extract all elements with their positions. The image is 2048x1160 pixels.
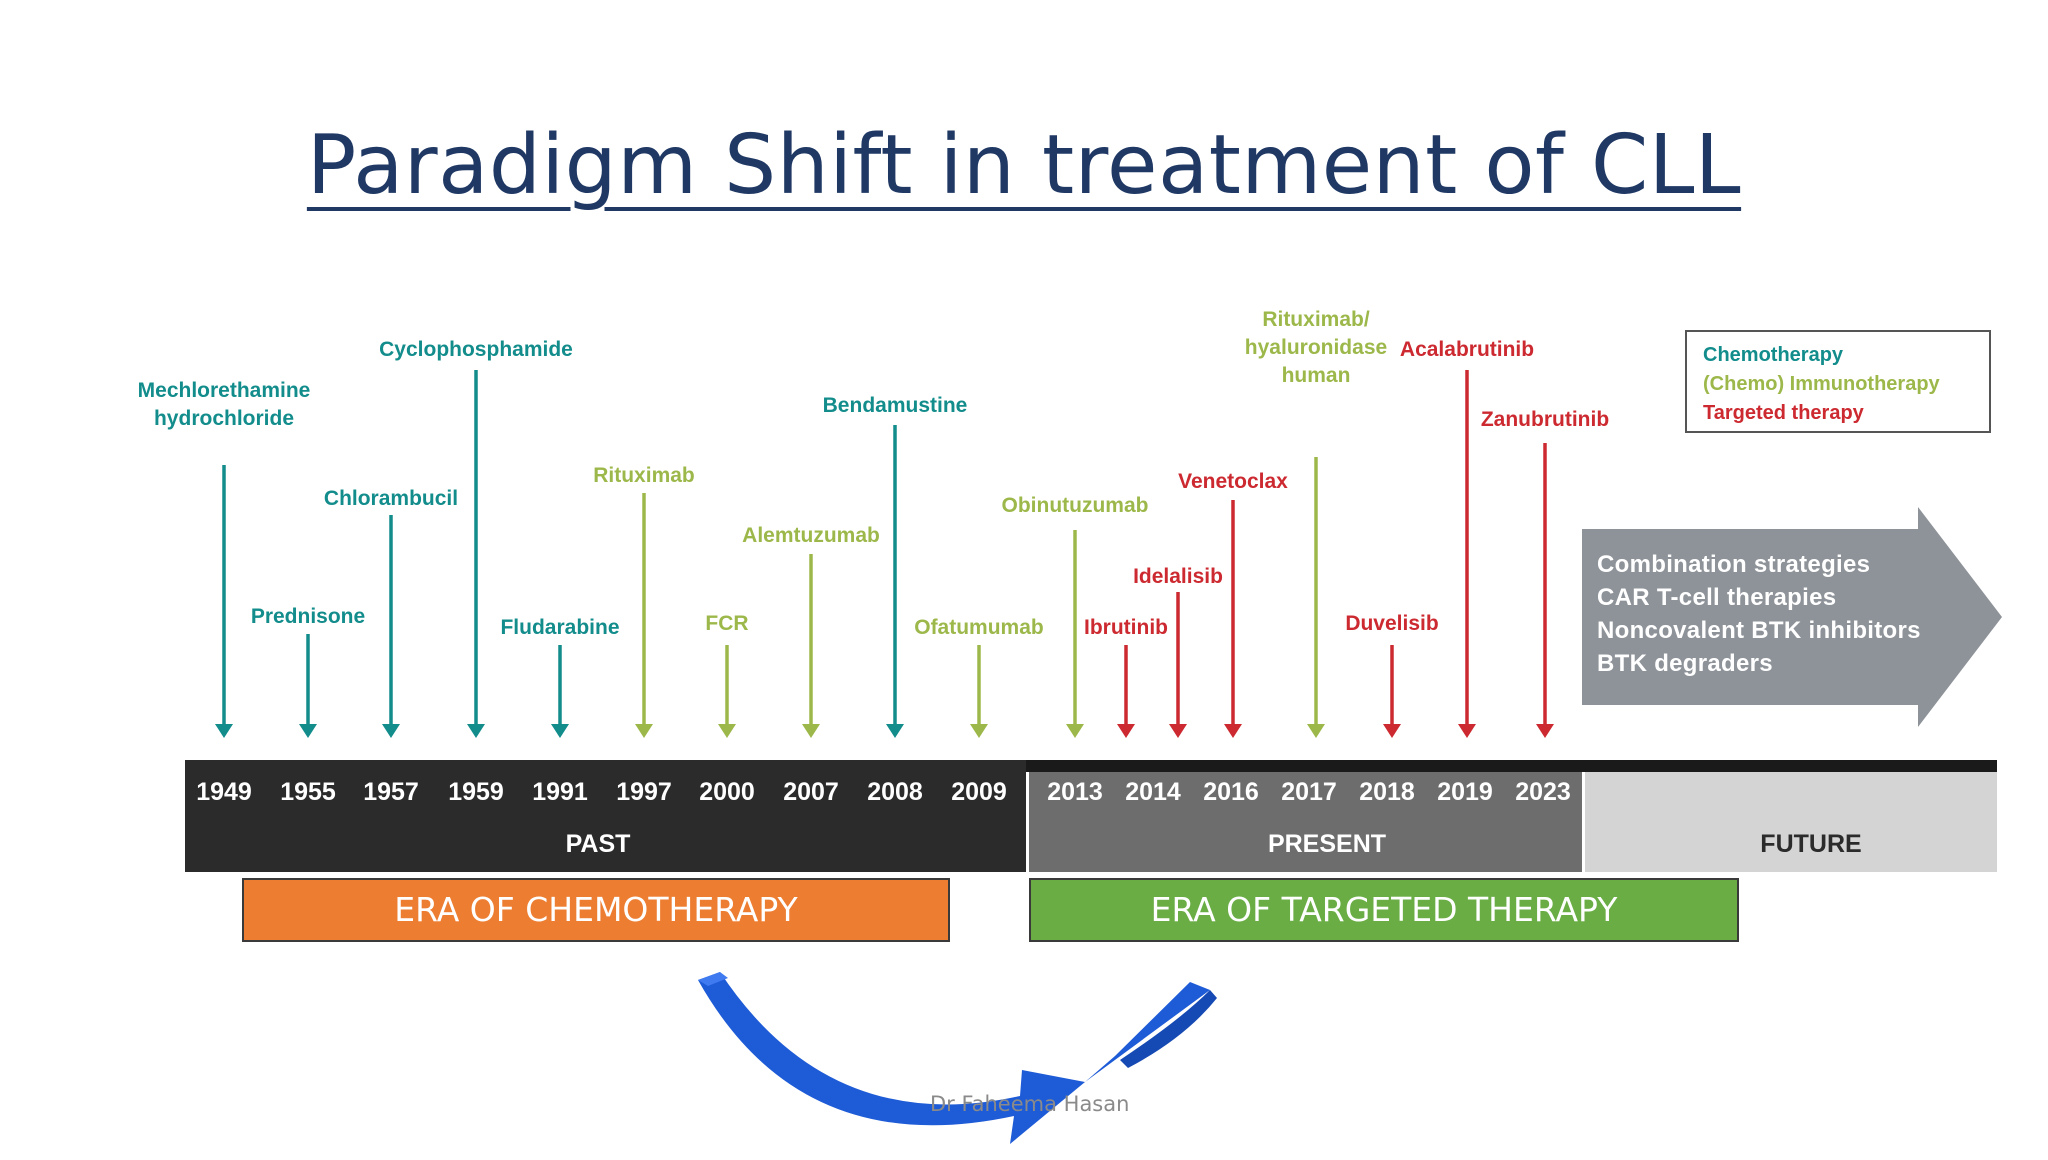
drug-label: Cyclophosphamide (379, 338, 573, 361)
drug-label: Prednisone (251, 605, 365, 628)
drug-arrow-head (1458, 724, 1476, 738)
drug-label: Rituximab (593, 464, 695, 487)
slide-title: Paradigm Shift in treatment of CLL (306, 118, 1742, 213)
drug-arrow-head (1169, 724, 1187, 738)
legend-targeted-therapy: Targeted therapy (1703, 402, 1864, 424)
era-chemotherapy-banner: ERA OF CHEMOTHERAPY (242, 878, 950, 942)
year-label: 2000 (699, 778, 755, 806)
drug-label: Bendamustine (823, 394, 968, 417)
drug-label: Duvelisib (1345, 612, 1438, 635)
year-label: 1991 (532, 778, 588, 806)
drug-arrow-head (382, 724, 400, 738)
year-label: 2008 (867, 778, 923, 806)
drug-label: Venetoclax (1178, 470, 1288, 493)
drug-arrow-head (1066, 724, 1084, 738)
drug-arrow-head (467, 724, 485, 738)
drug-arrow-head (1383, 724, 1401, 738)
drug-arrow-head (886, 724, 904, 738)
drug-arrow-head (970, 724, 988, 738)
drug-label: Alemtuzumab (742, 524, 880, 547)
period-label-past: PAST (566, 830, 631, 858)
year-label: 1949 (196, 778, 252, 806)
drug-label: Chlorambucil (324, 487, 458, 510)
year-label: 1957 (363, 778, 419, 806)
drug-arrow-head (1307, 724, 1325, 738)
year-label: 2017 (1281, 778, 1337, 806)
drug-label: Obinutuzumab (1002, 494, 1149, 517)
author-watermark: Dr Faheema Hasan (930, 1092, 1130, 1116)
drug-label: hydrochloride (154, 407, 294, 430)
drug-label: Ofatumumab (914, 616, 1044, 639)
drug-label: FCR (705, 612, 748, 635)
year-label: 2016 (1203, 778, 1259, 806)
drug-label: Mechlorethamine (138, 379, 311, 402)
drug-arrow-head (551, 724, 569, 738)
drug-label: Idelalisib (1133, 565, 1223, 588)
drug-label: Ibrutinib (1084, 616, 1168, 639)
drug-arrow-head (1224, 724, 1242, 738)
drug-arrow-head (718, 724, 736, 738)
year-label: 2014 (1125, 778, 1181, 806)
curved-arrow-icon (698, 972, 1217, 1144)
legend-chemo-immunotherapy: (Chemo) Immunotherapy (1703, 373, 1940, 395)
future-item: Noncovalent BTK inhibitors (1597, 617, 1921, 644)
drug-arrow-head (215, 724, 233, 738)
drug-arrow-head (1536, 724, 1554, 738)
year-label: 2013 (1047, 778, 1103, 806)
drug-label: Rituximab/ (1262, 308, 1370, 331)
drug-arrow-head (802, 724, 820, 738)
year-label: 1997 (616, 778, 672, 806)
drug-label: Fludarabine (500, 616, 619, 639)
year-label: 2023 (1515, 778, 1571, 806)
drug-label: hyaluronidase (1245, 336, 1387, 359)
drug-arrow-head (635, 724, 653, 738)
future-items: Combination strategies CAR T-cell therap… (1597, 548, 1921, 680)
drug-arrow-head (299, 724, 317, 738)
year-label: 2007 (783, 778, 839, 806)
present-bar (1029, 772, 1582, 872)
legend-chemotherapy: Chemotherapy (1703, 344, 1844, 366)
drug-arrow-head (1117, 724, 1135, 738)
past-bar (185, 760, 1026, 872)
year-label: 1955 (280, 778, 336, 806)
drug-label: human (1282, 364, 1351, 387)
timeline-top-line (1026, 760, 1997, 772)
period-label-future: FUTURE (1760, 830, 1861, 858)
timeline-diagram: 1949 1955 1957 1959 1991 1997 2000 2007 2008 2009… (138, 308, 1997, 872)
future-arrow (1582, 507, 2002, 727)
drug-label: Acalabrutinib (1400, 338, 1534, 361)
future-item: CAR T-cell therapies (1597, 584, 1837, 611)
era-targeted-therapy-banner: ERA OF TARGETED THERAPY (1029, 878, 1739, 942)
year-label: 2018 (1359, 778, 1415, 806)
legend: Chemotherapy (Chemo) Immunotherapy Targe… (1685, 330, 1991, 433)
future-item: Combination strategies (1597, 551, 1871, 578)
future-item: BTK degraders (1597, 650, 1773, 677)
period-label-present: PRESENT (1268, 830, 1386, 858)
year-label: 2019 (1437, 778, 1493, 806)
drug-label: Zanubrutinib (1481, 408, 1609, 431)
year-label: 2009 (951, 778, 1007, 806)
future-bar (1585, 772, 1997, 872)
year-label: 1959 (448, 778, 504, 806)
